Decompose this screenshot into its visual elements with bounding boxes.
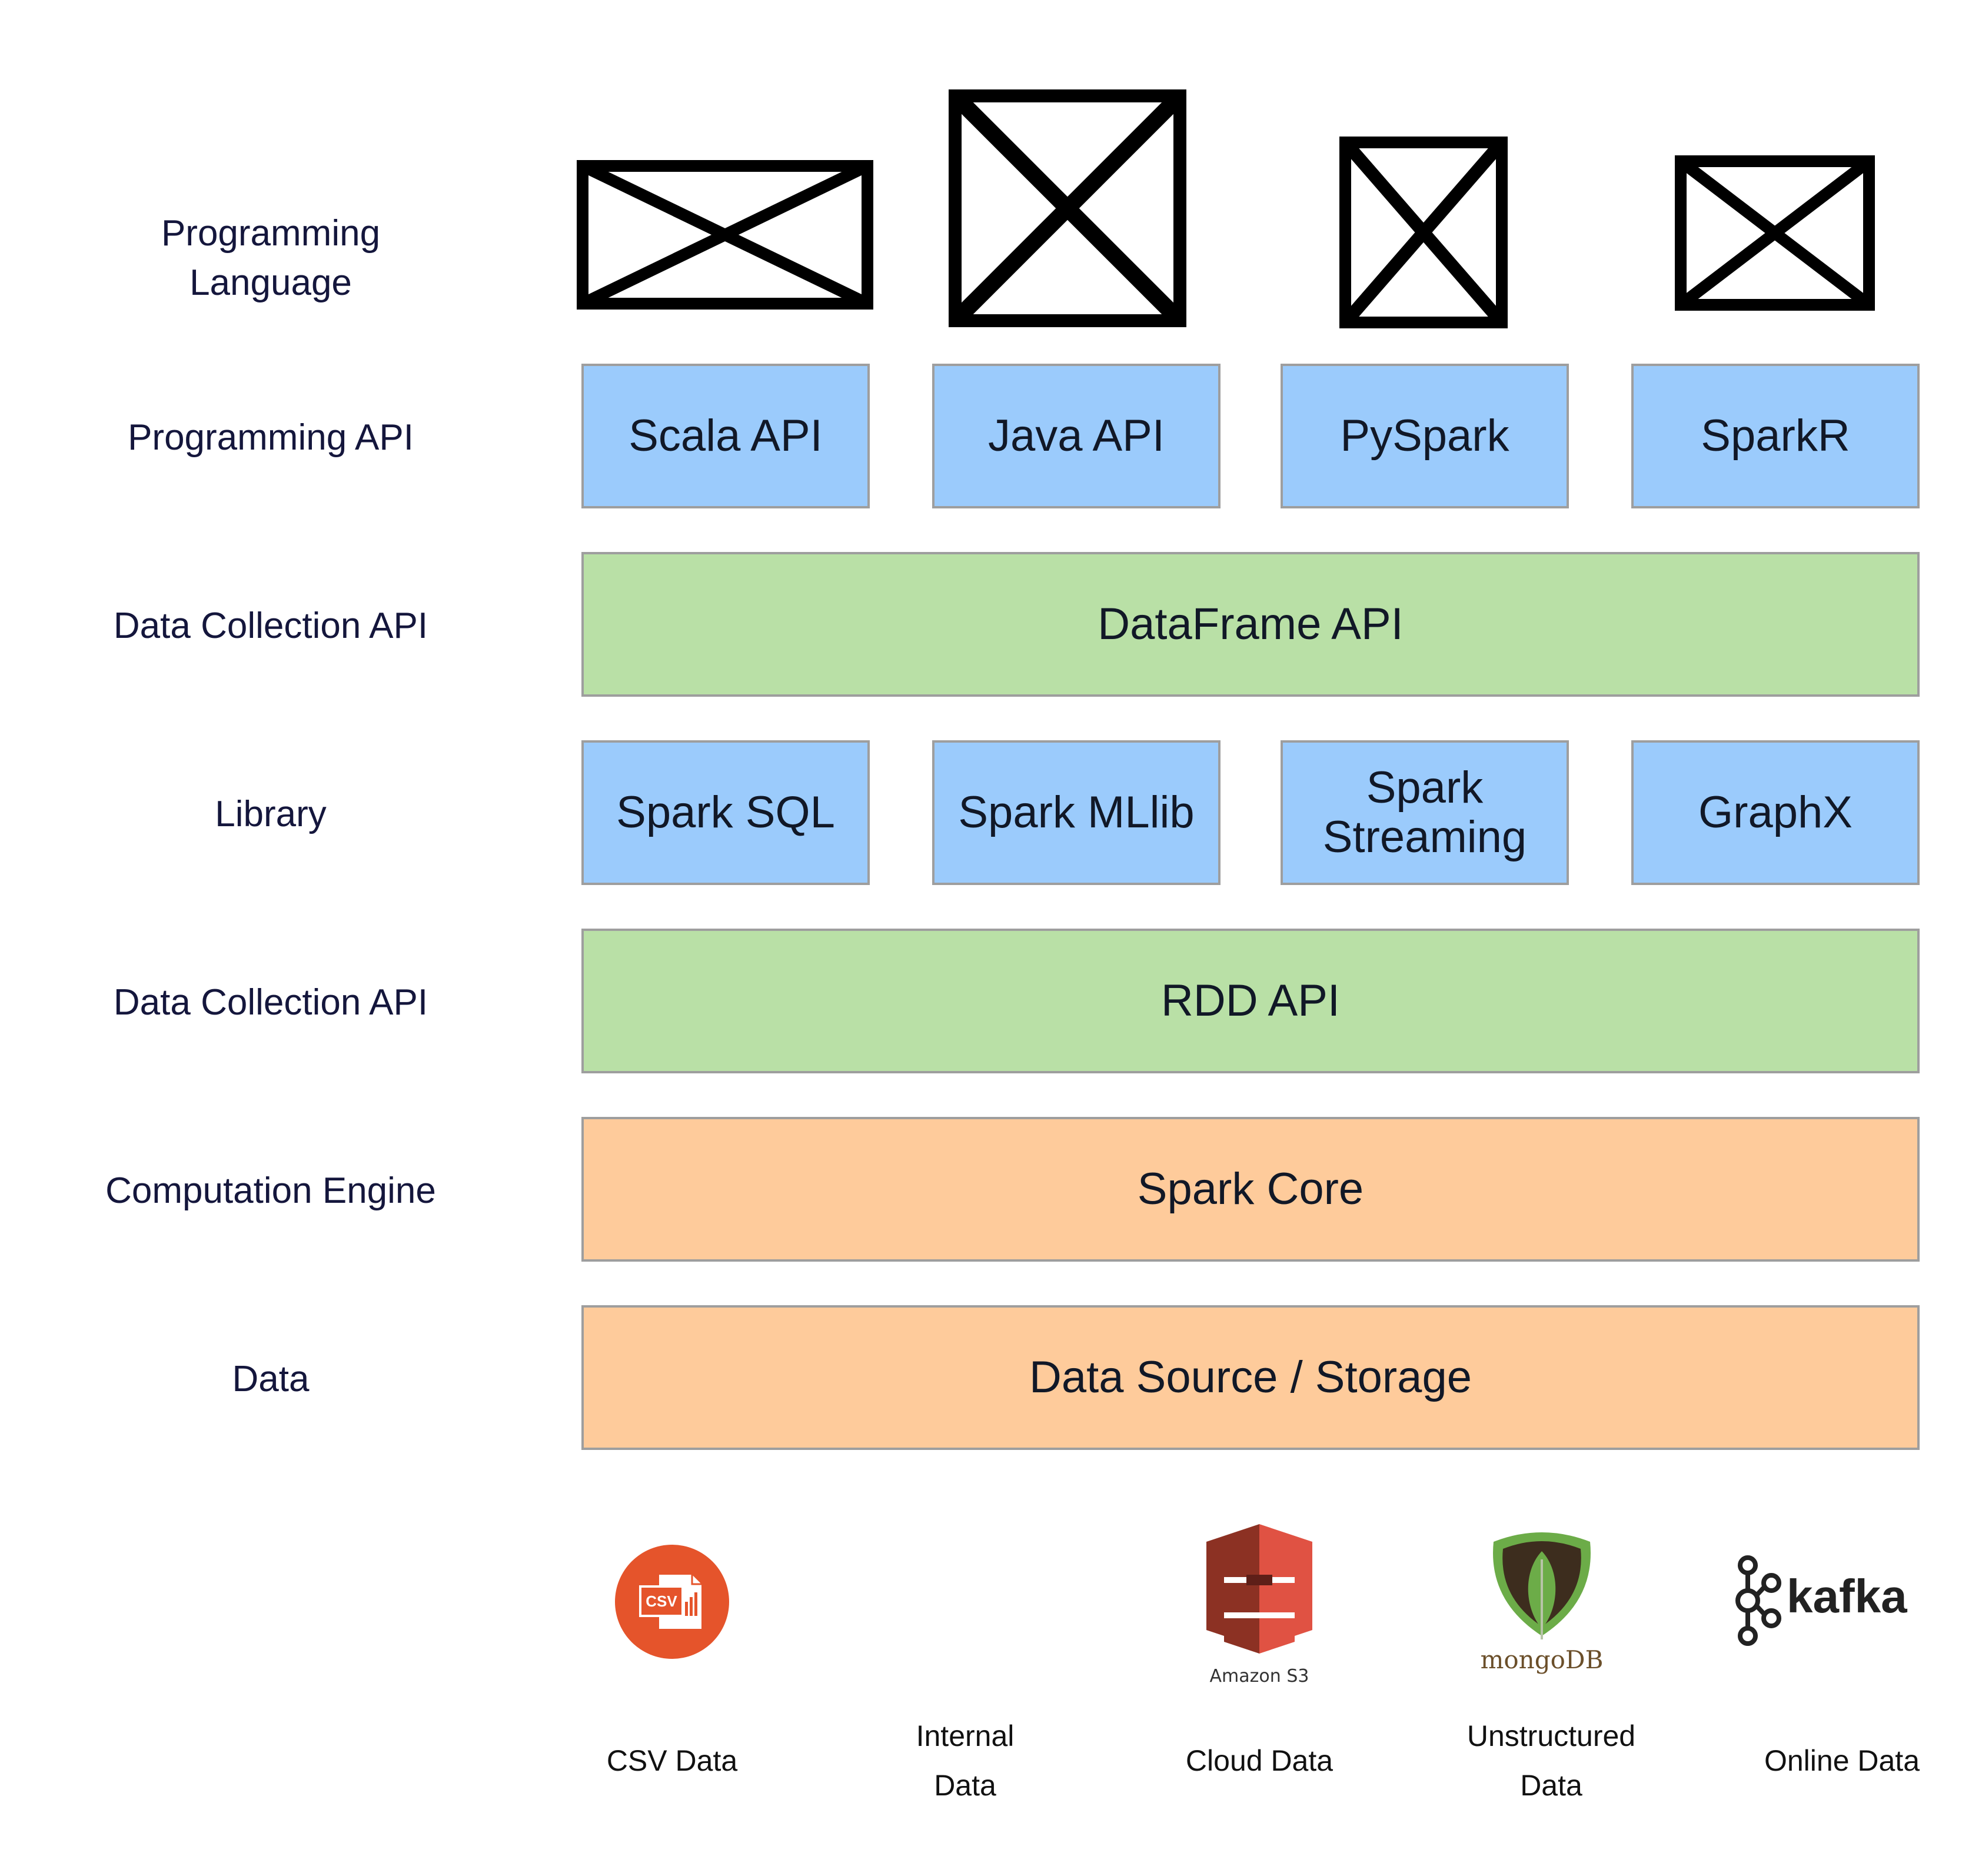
- row-label-data-collection-api-top: Data Collection API: [113, 606, 428, 646]
- scala-api-box: Scala API: [581, 364, 870, 508]
- row-label-library: Library: [215, 794, 327, 834]
- pyspark-label: PySpark: [1340, 411, 1509, 461]
- row-label-programming-language: Programming Language: [161, 213, 381, 303]
- amazon-s3-icon: Amazon S3: [1206, 1524, 1312, 1687]
- scala-api-label: Scala API: [628, 411, 823, 461]
- row-label-data: Data: [232, 1359, 310, 1399]
- graphx-box: GraphX: [1631, 740, 1920, 885]
- r-logo-placeholder-icon: [1675, 155, 1875, 311]
- caption-unstructured-data: Unstructured Data: [1466, 1719, 1636, 1802]
- scala-logo-placeholder-icon: [577, 160, 873, 310]
- spark-streaming-box: Spark Streaming: [1281, 740, 1569, 885]
- spark-core-label: Spark Core: [1137, 1164, 1364, 1214]
- data-source-storage-box: Data Source / Storage: [581, 1305, 1920, 1450]
- rdd-api-box: RDD API: [581, 929, 1920, 1073]
- caption-csv-data: CSV Data: [606, 1744, 738, 1777]
- kafka-icon: kafka: [1735, 1555, 1907, 1646]
- spark-sql-box: Spark SQL: [581, 740, 870, 885]
- spark-sql-label: Spark SQL: [616, 787, 835, 837]
- spark-mllib-box: Spark MLlib: [932, 740, 1221, 885]
- dataframe-api-label: DataFrame API: [1098, 599, 1404, 649]
- row-label-data-collection-api-bottom: Data Collection API: [113, 982, 428, 1023]
- spark-mllib-label: Spark MLlib: [958, 787, 1195, 837]
- python-logo-placeholder-icon: [1339, 137, 1508, 328]
- graphx-label: GraphX: [1698, 787, 1853, 837]
- dataframe-api-box: DataFrame API: [581, 552, 1920, 697]
- rdd-api-label: RDD API: [1160, 976, 1341, 1026]
- svg-text:CSV: CSV: [646, 1592, 677, 1610]
- mongodb-icon: mongoDB: [1481, 1532, 1604, 1674]
- java-api-label: Java API: [988, 411, 1165, 461]
- java-api-box: Java API: [932, 364, 1221, 508]
- svg-text:mongoDB: mongoDB: [1481, 1645, 1604, 1674]
- data-source-storage-label: Data Source / Storage: [1029, 1352, 1472, 1402]
- java-logo-placeholder-icon: [949, 89, 1186, 327]
- caption-online-data: Online Data: [1764, 1744, 1920, 1777]
- svg-text:kafka: kafka: [1787, 1570, 1907, 1622]
- csv-icon: CSV: [615, 1545, 729, 1659]
- caption-internal-data: Internal Data: [916, 1719, 1015, 1802]
- pyspark-box: PySpark: [1281, 364, 1569, 508]
- row-label-computation-engine: Computation Engine: [105, 1170, 436, 1211]
- row-label-programming-api: Programming API: [128, 417, 414, 458]
- sparkr-box: SparkR: [1631, 364, 1920, 508]
- spark-core-box: Spark Core: [581, 1117, 1920, 1262]
- spark-streaming-label: Spark Streaming: [1322, 763, 1527, 862]
- caption-cloud-data: Cloud Data: [1185, 1744, 1333, 1777]
- svg-text:Amazon S3: Amazon S3: [1210, 1666, 1309, 1687]
- sparkr-label: SparkR: [1701, 411, 1850, 461]
